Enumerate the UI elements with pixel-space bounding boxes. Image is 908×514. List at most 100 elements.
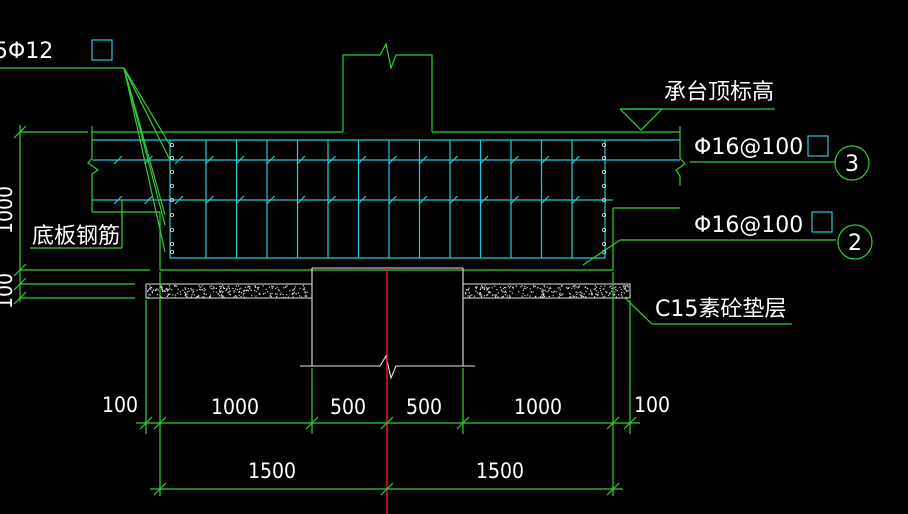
- left-dimensions: [13, 125, 150, 305]
- hatch-dot: [205, 293, 207, 296]
- hatch-dot: [548, 289, 550, 292]
- hatch-dot: [468, 287, 470, 289]
- hatch-dot: [164, 290, 166, 293]
- hatch-dot: [559, 287, 561, 289]
- rebar-tick: [449, 155, 458, 165]
- hatch-dot: [487, 291, 490, 293]
- rebar-dot: [169, 155, 174, 160]
- hatch-dot: [167, 289, 169, 291]
- hatch-dot: [616, 289, 618, 292]
- hatch-dot: [283, 287, 285, 289]
- hatch-dot: [546, 286, 548, 288]
- hatch-dot: [179, 291, 182, 293]
- hatch-dot: [149, 287, 152, 289]
- hatch-dot: [587, 288, 589, 290]
- hatch-dot: [521, 295, 523, 297]
- left-dim-100: 100: [0, 273, 17, 309]
- leader-lines-top-left: [0, 67, 171, 253]
- hatch-dot: [156, 288, 158, 290]
- hatch-dot: [515, 285, 517, 287]
- hatch-dot: [573, 296, 575, 298]
- hatch-dot: [512, 287, 514, 289]
- rebar-tick: [296, 195, 306, 205]
- hatch-dot: [254, 285, 256, 287]
- hatch-dot: [492, 294, 494, 296]
- hatch-dot: [593, 288, 595, 290]
- hatch-dot: [238, 294, 240, 296]
- hatch-dot: [190, 287, 192, 290]
- rebar-tick: [449, 195, 458, 205]
- hatch-dot: [305, 294, 307, 296]
- hatch-dot: [202, 296, 204, 298]
- hatch-dot: [198, 288, 200, 290]
- hatch-dot: [625, 290, 628, 292]
- rebar-dot: [169, 227, 174, 232]
- callout-2-circle: [837, 224, 873, 260]
- hatch-dot: [262, 285, 264, 287]
- hatch-dot: [151, 286, 153, 289]
- hatch-dot: [182, 289, 184, 291]
- hatch-dot: [250, 289, 253, 291]
- hatch-dot: [244, 286, 246, 288]
- rebar-tick: [266, 195, 275, 205]
- hatch-dot: [247, 285, 250, 287]
- hatch-dot: [627, 290, 629, 292]
- rebar-dot: [602, 169, 607, 174]
- rebar-tick: [418, 155, 428, 165]
- hatch-dot: [595, 288, 597, 290]
- cushion-layer: [145, 283, 631, 299]
- hatch-dot: [220, 287, 222, 289]
- hatch-dot: [198, 294, 200, 297]
- hatch-dot: [542, 293, 544, 295]
- hatch-dot: [221, 293, 223, 296]
- hatch-dot: [259, 293, 261, 296]
- dim-row1-3: 500: [406, 395, 442, 419]
- rebar-dot: [602, 142, 607, 147]
- hatch-dot: [534, 296, 537, 298]
- hatch-dot: [552, 291, 554, 293]
- hatch-dot: [304, 291, 306, 293]
- hatch-dot: [555, 291, 557, 293]
- hatch-dot: [243, 296, 245, 298]
- hatch-dot: [504, 290, 507, 292]
- hatch-dot: [566, 288, 568, 290]
- hatch-dot: [557, 287, 559, 289]
- rebar-tick: [113, 195, 123, 205]
- hatch-dot: [465, 289, 468, 291]
- hatch-dot: [541, 290, 543, 292]
- hatch-dot: [195, 296, 198, 298]
- hatch-dot: [255, 290, 257, 293]
- hatch-dot: [511, 292, 514, 294]
- hatch-dot: [483, 295, 485, 297]
- hatch-dot: [157, 289, 159, 291]
- hatch-dot: [476, 286, 478, 288]
- hatch-dot: [167, 293, 170, 295]
- rebar-tick: [571, 195, 580, 205]
- hatch-dot: [249, 287, 251, 290]
- hatch-dot: [203, 293, 205, 295]
- hatch-dot: [560, 294, 562, 296]
- hatch-dot: [465, 293, 467, 295]
- hatch-dot: [627, 286, 629, 288]
- hatch-dot: [186, 295, 188, 297]
- rebar-tick: [296, 155, 306, 165]
- hatch-dot: [149, 285, 151, 287]
- hatch-dot: [491, 294, 494, 297]
- hatch-dot: [223, 288, 225, 290]
- hatch-dot: [512, 286, 514, 289]
- hatch-dot: [292, 289, 294, 291]
- rebar-dot: [169, 169, 174, 174]
- hatch-dot: [602, 288, 604, 290]
- hatch-dot: [177, 292, 179, 295]
- hatch-dot: [474, 286, 477, 288]
- hatch-dot: [502, 295, 505, 298]
- hatch-dot: [497, 296, 499, 298]
- hatch-dot: [271, 285, 273, 288]
- hatch-dot: [548, 288, 550, 290]
- hatch-dot: [487, 294, 489, 296]
- cushion-label: C15素砼垫层: [655, 297, 786, 322]
- rebar-2-mark-box: [811, 211, 833, 233]
- callout-3-number: 3: [845, 152, 859, 177]
- hatch-dot: [621, 291, 623, 294]
- rebar-dot: [169, 249, 174, 254]
